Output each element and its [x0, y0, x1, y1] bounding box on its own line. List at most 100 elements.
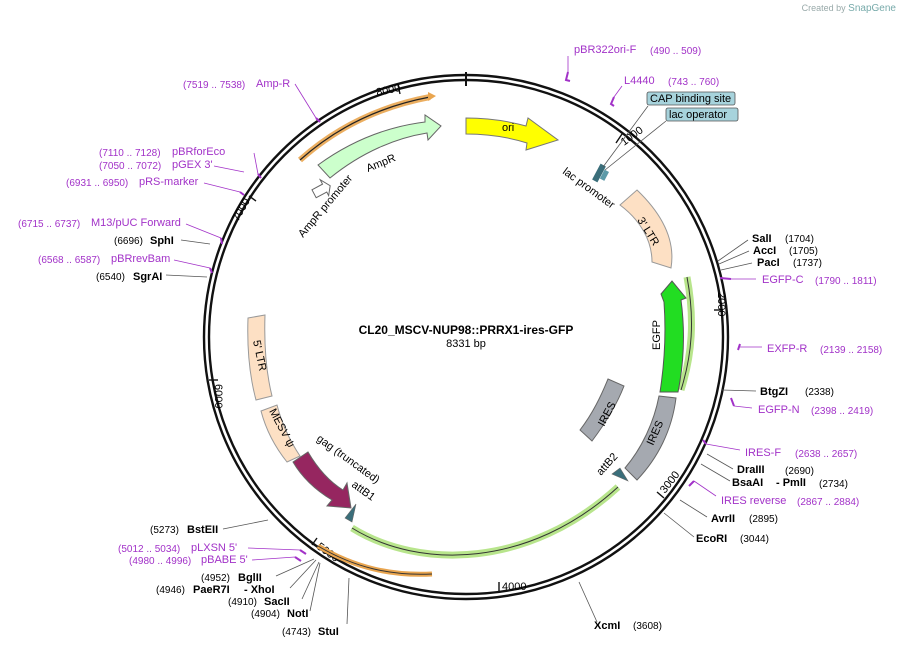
svg-text:4000: 4000	[502, 581, 526, 593]
ampr-label: AmpR	[365, 152, 398, 175]
mesv-feature	[260, 404, 301, 463]
plasmid-length: 8331 bp	[446, 338, 486, 350]
site-sphi-pos: (6696)	[114, 236, 143, 247]
site-sgrai-pos: (6540)	[96, 272, 125, 283]
tick-1000: 1000	[615, 124, 646, 148]
site-ecori-pos: (3044)	[740, 534, 769, 545]
main-orf-arc	[350, 484, 621, 559]
cap-binding-site-label: CAP binding site	[650, 93, 731, 105]
site-bsteii-pos: (5273)	[150, 525, 179, 536]
attB1-feature	[344, 503, 357, 523]
site-stui-name: StuI	[318, 626, 339, 638]
primer-prsmarker-name: pRS-marker	[139, 176, 199, 188]
site-avrii-name: AvrII	[711, 513, 735, 525]
site-btgzi-name: BtgZI	[760, 386, 788, 398]
site-sphi-name: SphI	[150, 235, 174, 247]
primer-pbabe-name: pBABE 5'	[201, 554, 248, 566]
primer-plxsn-range: (5012 .. 5034)	[118, 544, 180, 555]
ampr-orf-head	[428, 92, 436, 101]
tick-6000: 6000	[209, 379, 224, 408]
site-btgzi-pos: (2338)	[805, 387, 834, 398]
cap-binding-site-box	[646, 91, 736, 106]
primer-pgex3-range: (7050 .. 7072)	[99, 161, 161, 172]
site-acci-pos: (1705)	[789, 246, 818, 257]
primer-prsmarker-range: (6931 .. 6950)	[66, 178, 128, 189]
tick-8000: 8000	[375, 82, 401, 99]
site-draiii-name: DraIII	[737, 464, 765, 476]
site-acci-name: AccI	[753, 245, 776, 257]
gag-orange-arc-core	[317, 545, 433, 575]
primer-exfpr-range: (2139 .. 2158)	[820, 345, 882, 356]
svg-text:6000: 6000	[212, 384, 224, 408]
attB2-feature	[611, 467, 629, 482]
backbone-outer	[202, 73, 730, 601]
primer-egfpc-range: (1790 .. 1811)	[815, 276, 877, 287]
site-paci-pos: (1737)	[793, 258, 822, 269]
site-sgrai-name: SgrAI	[133, 271, 162, 283]
site-xcmi-pos: (3608)	[633, 621, 662, 632]
lac-operator-box-label-bg	[665, 107, 739, 122]
site-sali-pos: (1704)	[785, 234, 814, 245]
site-paci-name: PacI	[757, 257, 780, 269]
svg-text:7000: 7000	[230, 196, 253, 223]
primer-pbr322ori-name: pBR322ori-F	[574, 44, 637, 56]
primer-labels: pBR322ori-F (490 .. 509) L4440 (743 .. 7…	[18, 44, 882, 567]
cap-leader	[602, 105, 649, 168]
site-stui-pos: (4743)	[282, 627, 311, 638]
primer-iresf-name: IRES-F	[745, 447, 781, 459]
site-ecori-name: EcoRI	[696, 533, 727, 545]
snapgene-logo: SnapGene	[848, 3, 896, 14]
primer-pbabe-range: (4980 .. 4996)	[129, 556, 191, 567]
site-paer7i-pos: (4946)	[156, 585, 185, 596]
primer-l4440-range: (743 .. 760)	[668, 77, 719, 88]
site-draiii-pos: (2690)	[785, 466, 814, 477]
backbone-inner	[207, 78, 725, 596]
site-bsaai-pos: (2734)	[819, 479, 848, 490]
ampr-feature-arrow	[317, 114, 442, 179]
primer-m13-name: M13/pUC Forward	[91, 217, 181, 229]
tick-7000: 7000	[230, 195, 257, 224]
plasmid-name: CL20_MSCV-NUP98::PRRX1-ires-GFP	[359, 323, 574, 337]
primer-egfpc-name: EGFP-C	[762, 274, 804, 286]
main-orf-arc-core	[351, 486, 619, 556]
primer-marks	[209, 71, 741, 562]
tick-4000: 4000	[498, 581, 526, 593]
primer-pbr322ori-range: (490 .. 509)	[650, 46, 701, 57]
primer-pbrrevbam-name: pBRrevBam	[111, 253, 170, 265]
svg-text:2000: 2000	[715, 292, 727, 316]
site-sacii-name: SacII	[264, 596, 290, 608]
primer-pgex3-name: pGEX 3'	[172, 159, 213, 171]
site-bglii-pos: (4952)	[201, 573, 230, 584]
site-sacii-pos: (4910)	[228, 597, 257, 608]
ires-upper-feature	[579, 378, 625, 442]
ori-feature-arrow	[465, 117, 560, 151]
egfp-label: EGFP	[651, 320, 663, 350]
primer-pbrrevbam-range: (6568 .. 6587)	[38, 255, 100, 266]
ampr-promoter-arrow	[311, 178, 331, 199]
ampr-orf-arc-core	[299, 96, 431, 161]
ltr5-feature	[247, 314, 273, 401]
credit-prefix: Created by	[801, 3, 846, 13]
ires-lower-feature	[624, 395, 677, 481]
site-bsteii-name: BstEII	[187, 524, 218, 536]
ori-label: ori	[502, 122, 514, 134]
egfp-feature-arrow	[659, 280, 687, 393]
tick-2000: 2000	[714, 292, 727, 316]
ltr3-feature	[619, 189, 673, 269]
site-bsaai-name: BsaAI	[732, 477, 763, 489]
svg-text:8000: 8000	[375, 82, 401, 99]
primer-egfpn-range: (2398 .. 2419)	[811, 406, 873, 417]
site-pmli-name: - PmlI	[776, 477, 806, 489]
primer-iresrev-range: (2867 .. 2884)	[797, 497, 859, 508]
site-labels: SalI (1704) AccI (1705) PacI (1737) BtgZ…	[96, 233, 848, 638]
primer-iresrev-name: IRES reverse	[721, 495, 786, 507]
site-bglii-name: BglII	[238, 572, 262, 584]
primer-ampr-name: Amp-R	[256, 78, 290, 90]
site-leaders	[165, 239, 757, 625]
egfp-orf-arc-core	[680, 276, 693, 391]
site-avrii-pos: (2895)	[749, 514, 778, 525]
primer-pbrforeco-range: (7110 .. 7128)	[99, 148, 161, 159]
gag-feature-arrow	[292, 451, 352, 509]
primer-leaders	[173, 56, 762, 561]
